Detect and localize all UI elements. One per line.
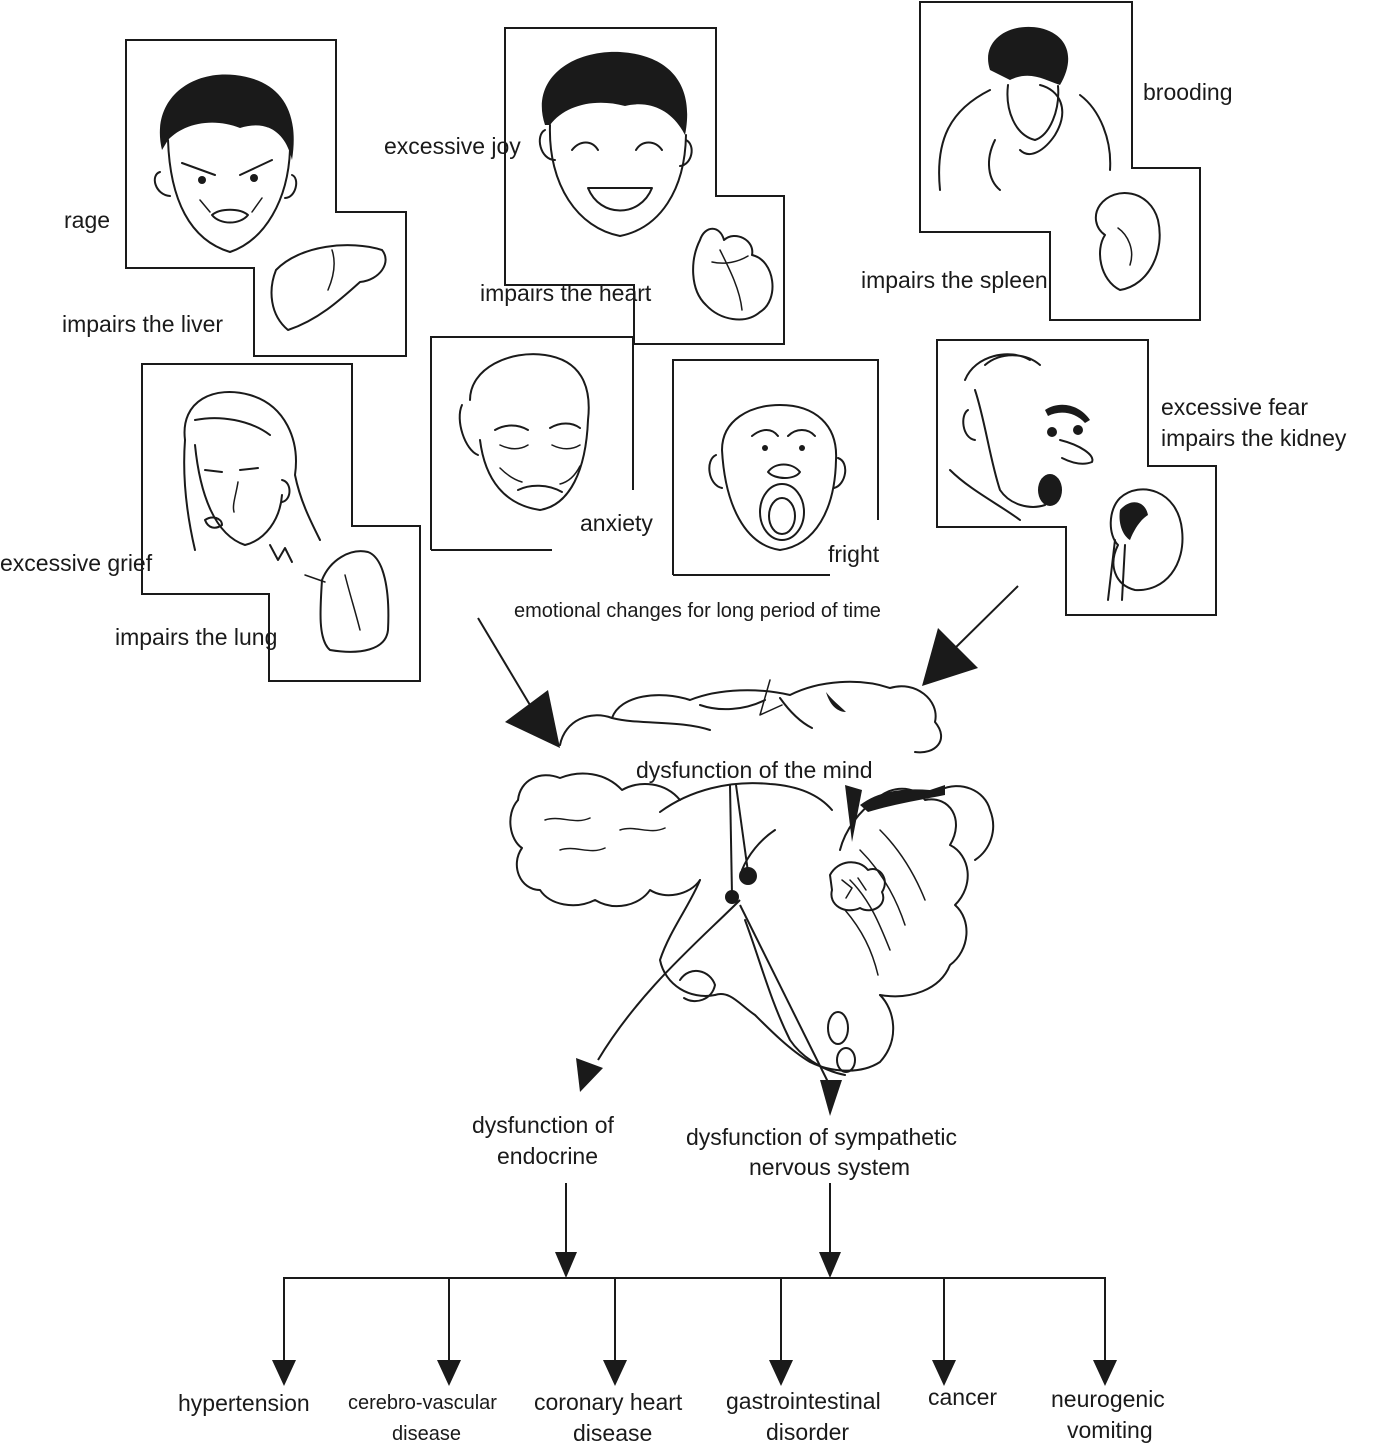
outcome-cerebro-line2: disease — [392, 1423, 461, 1445]
grief-panel: excessive grief impairs the lung — [0, 363, 421, 682]
joy-panel: excessive joy impairs the heart — [384, 27, 785, 345]
long-period-label: emotional changes for long period of tim… — [514, 600, 881, 622]
joy-panel-frame — [504, 27, 785, 345]
outcome-coronary-line1: coronary heart — [534, 1389, 683, 1415]
endocrine-label-line1: dysfunction of — [472, 1112, 615, 1138]
fright-panel: fright — [672, 359, 880, 576]
spleen-organ-icon — [1094, 192, 1161, 291]
fright-label: fright — [828, 541, 880, 567]
mind-pointer-lines — [729, 784, 749, 896]
outcome-neuro-line2: vomiting — [1067, 1417, 1153, 1443]
laughing-face-icon — [538, 51, 693, 237]
arrow-to-endocrine — [576, 899, 741, 1092]
grief-panel-frame — [141, 363, 421, 682]
anxiety-label: anxiety — [580, 510, 653, 536]
fear-label-line1: excessive fear — [1161, 394, 1308, 420]
fear-panel: excessive fear impairs the kidney — [936, 339, 1347, 616]
connector-arrows — [283, 1183, 1106, 1279]
anxiety-panel: anxiety — [430, 336, 653, 551]
arrow-to-sympathetic — [739, 904, 842, 1116]
outcome-cerebro-line1: cerebro-vascular — [348, 1392, 497, 1414]
frightened-face-icon — [708, 404, 847, 551]
fright-panel-frame — [672, 359, 879, 575]
brooding-panel-frame — [919, 1, 1201, 321]
rage-panel-frame — [125, 39, 407, 357]
endocrine-label-line2: endocrine — [497, 1143, 598, 1169]
brooding-label: brooding — [1143, 79, 1233, 105]
outcome-gastro-line1: gastrointestinal — [726, 1388, 881, 1414]
grief-label: excessive grief — [0, 550, 153, 576]
crying-woman-icon — [183, 391, 321, 563]
left-arrow-to-brain — [477, 617, 560, 748]
outcome-cancer: cancer — [928, 1384, 997, 1410]
sympathetic-label-line2: nervous system — [749, 1154, 910, 1180]
sympathetic-label-line1: dysfunction of sympathetic — [686, 1124, 957, 1150]
brooding-person-icon — [938, 26, 1112, 191]
brain-illustration-icon — [509, 679, 995, 1076]
outcome-neuro-line1: neurogenic — [1051, 1386, 1165, 1412]
rage-label: rage — [64, 207, 110, 233]
spleen-label: impairs the spleen — [861, 267, 1048, 293]
right-arrow-to-brain — [922, 585, 1019, 686]
lung-organ-icon — [304, 550, 390, 653]
worried-man-icon — [458, 353, 590, 511]
heart-organ-icon — [692, 227, 774, 321]
outcome-coronary-line2: disease — [573, 1420, 652, 1446]
mind-label: dysfunction of the mind — [636, 757, 873, 783]
kidney-organ-icon — [1107, 488, 1184, 601]
outcome-hypertension: hypertension — [178, 1390, 310, 1416]
outcome-gastro-line2: disorder — [766, 1419, 849, 1445]
outcome-arrows — [272, 1278, 1117, 1386]
liver-icon — [270, 244, 387, 331]
anxiety-panel-frame — [430, 336, 634, 550]
lung-label: impairs the lung — [115, 624, 277, 650]
joy-label: excessive joy — [384, 133, 521, 159]
brooding-panel: brooding impairs the spleen — [861, 1, 1233, 321]
fear-panel-frame — [936, 339, 1217, 616]
liver-label: impairs the liver — [62, 311, 223, 337]
heart-label: impairs the heart — [480, 280, 652, 306]
rage-panel: rage impairs the liver — [62, 39, 407, 357]
fear-label-line2: impairs the kidney — [1161, 425, 1347, 451]
angry-face-icon — [153, 74, 298, 253]
scared-man-icon — [949, 353, 1094, 521]
